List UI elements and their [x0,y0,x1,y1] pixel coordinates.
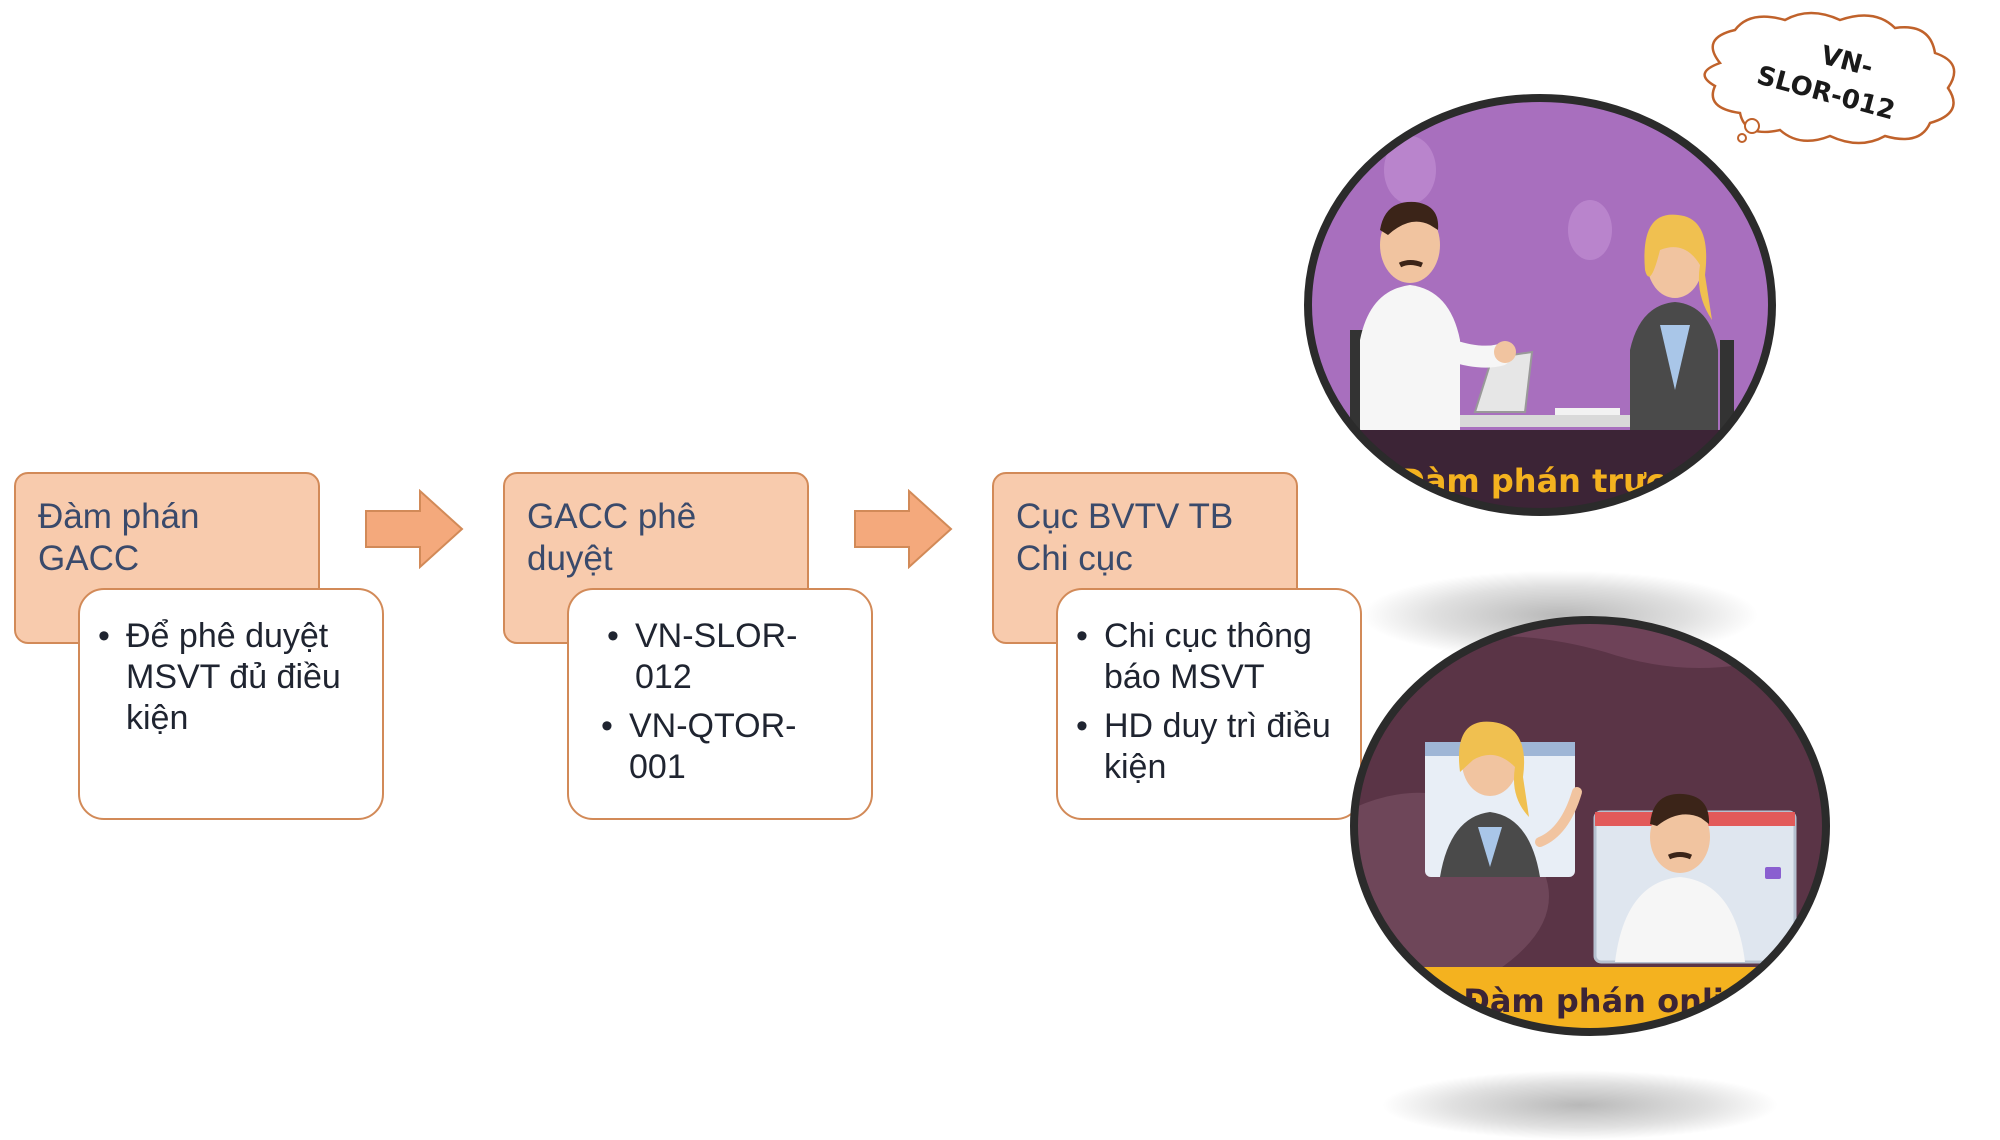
step-2-bullet: VN-SLOR-012 [607,616,853,698]
arrow-right-icon [365,489,464,569]
step-1-bullet: Để phê duyệt MSVT đủ điều kiện [98,616,364,739]
step-3-title: Cục BVTV TB Chi cục [1016,497,1234,578]
step-3-details: Chi cục thông báo MSVT HD duy trì điều k… [1056,588,1362,820]
step-1-details: Để phê duyệt MSVT đủ điều kiện [78,588,384,820]
step-3-bullet: Chi cục thông báo MSVT [1076,616,1342,698]
in-person-negotiation-illustration: Đàm phán trực tiếp [1304,94,1776,516]
online-negotiation-illustration: Đàm phán online [1350,616,1830,1036]
arrow-right-icon [854,489,953,569]
step-1-title: Đàm phán GACC [38,497,200,578]
thought-cloud-callout: VN- SLOR-012 [1703,11,1956,145]
step-2-bullet: VN-QTOR-001 [601,706,853,788]
step-2-title: GACC phê duyệt [527,497,697,578]
step-3-bullet: HD duy trì điều kiện [1076,706,1342,788]
illustration-shadow [1380,1070,1780,1140]
step-2-details: VN-SLOR-012 VN-QTOR-001 [567,588,873,820]
